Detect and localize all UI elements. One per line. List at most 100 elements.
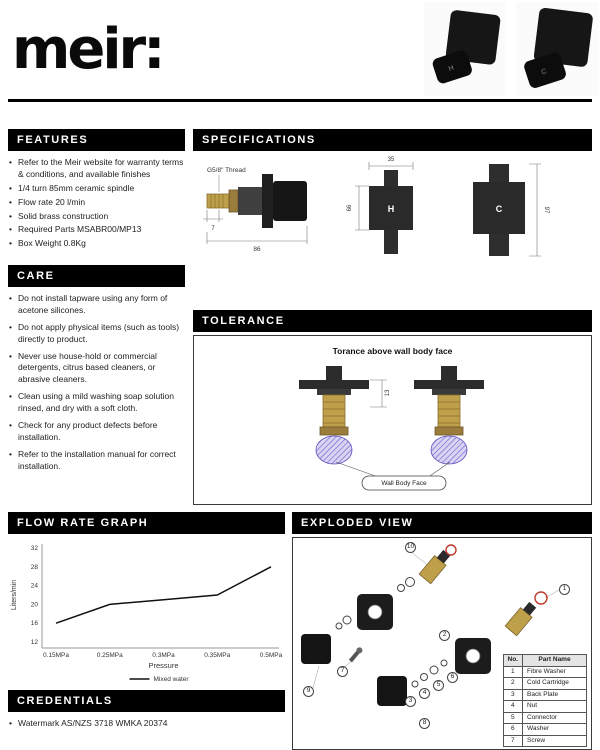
bullet-item: Do not install tapware using any form of… <box>8 293 185 317</box>
photo-handle-letter: H <box>448 65 455 73</box>
parts-table-cell: Nut <box>522 700 587 713</box>
exploded-view-header: EXPLODED VIEW <box>292 512 592 534</box>
svg-text:28: 28 <box>31 564 39 571</box>
svg-text:16: 16 <box>31 620 39 627</box>
spec-front-view-hot: 35 H 66 <box>347 157 414 254</box>
callout-6: 6 <box>447 672 458 683</box>
exploded-diagram <box>301 544 560 706</box>
svg-text:0.5MPa: 0.5MPa <box>260 652 283 659</box>
parts-table-cell: Cold Cartridge <box>522 677 587 690</box>
svg-text:24: 24 <box>31 583 39 590</box>
parts-table-cell: 5 <box>502 711 524 724</box>
parts-table-cell: Screw <box>522 734 587 747</box>
bullet-item: Check for any product defects before ins… <box>8 420 185 444</box>
bullet-item: Clean using a mild washing soap solution… <box>8 391 185 415</box>
cold-letter: C <box>496 204 503 214</box>
bullet-item: 1/4 turn 85mm ceramic spindle <box>8 183 185 195</box>
product-photo-cold: C <box>516 2 598 96</box>
parts-table-cell: Washer <box>522 723 587 736</box>
bullet-item: Watermark AS/NZS 3718 WMKA 20374 <box>8 718 285 730</box>
tolerance-drawing: 13 Wall Body Face <box>299 366 484 491</box>
care-header: CARE <box>8 265 185 287</box>
callout-9: 9 <box>303 686 314 697</box>
bullet-item: Required Parts MSABR00/MP13 <box>8 224 185 236</box>
hot-letter: H <box>388 204 395 214</box>
parts-table-cell: 1 <box>502 665 524 678</box>
bullet-item: Never use house-hold or commercial deter… <box>8 351 185 387</box>
wall-body-face-label: Wall Body Face <box>381 480 427 487</box>
spec-front-view-cold: C 97 <box>473 163 549 257</box>
bullet-item: Box Weight 0.8Kg <box>8 238 185 250</box>
header-divider <box>8 99 592 102</box>
spec-side-view: G5/8" Thread 7 86 <box>203 167 308 253</box>
care-list: Do not install tapware using any form of… <box>8 293 185 478</box>
tolerance-subtitle: Torance above wall body face <box>332 346 453 356</box>
svg-text:32: 32 <box>31 545 39 552</box>
tolerance-section-left <box>299 366 369 465</box>
bullet-item: Do not apply physical items (such as too… <box>8 322 185 346</box>
bullet-item: Flow rate 20 l/min <box>8 197 185 209</box>
svg-text:20: 20 <box>31 601 39 608</box>
product-photos: H C <box>424 2 598 96</box>
dim-66-label: 66 <box>347 204 353 211</box>
bullet-item: Refer to the Meir website for warranty t… <box>8 157 185 181</box>
bullet-item: Refer to the installation manual for cor… <box>8 449 185 473</box>
dim-86-label: 86 <box>253 246 261 253</box>
brand-logo: meir: <box>12 17 166 82</box>
parts-table-cell: Connector <box>522 711 587 724</box>
credentials-header: CREDENTIALS <box>8 690 285 712</box>
parts-table-cell: 6 <box>502 723 524 736</box>
credentials-list: Watermark AS/NZS 3718 WMKA 20374 <box>8 718 285 732</box>
callout-7: 7 <box>337 666 348 677</box>
specifications-drawings: G5/8" Thread 7 86 <box>193 152 592 304</box>
spec-drawings-svg: G5/8" Thread 7 86 <box>203 157 549 257</box>
svg-text:0.35MPa: 0.35MPa <box>204 652 230 659</box>
tolerance-header: TOLERANCE <box>193 310 592 332</box>
svg-text:Liters/min: Liters/min <box>11 580 18 610</box>
callout-8: 8 <box>419 718 430 729</box>
bullet-item: Solid brass construction <box>8 211 185 223</box>
parts-table-cell: Fibre Washer <box>522 665 587 678</box>
dim-7-label: 7 <box>211 226 215 232</box>
svg-text:Mixed water: Mixed water <box>154 676 190 683</box>
dim-35-label: 35 <box>388 157 395 163</box>
parts-table-header-row: No.Part Name <box>502 654 587 667</box>
svg-text:0.3MPa: 0.3MPa <box>152 652 175 659</box>
tolerance-section-right <box>414 366 484 465</box>
parts-table-cell: 3 <box>502 688 524 701</box>
product-photo-cold-image: C <box>516 2 598 96</box>
thread-label: G5/8" Thread <box>207 167 246 174</box>
svg-text:12: 12 <box>31 639 39 646</box>
dim-13-label: 13 <box>385 389 391 396</box>
photo-handle-letter: C <box>541 68 548 76</box>
parts-table-cell: 7 <box>502 734 524 747</box>
specifications-header: SPECIFICATIONS <box>193 129 592 151</box>
parts-table-header: No. <box>502 654 524 667</box>
product-photo-hot: H <box>424 2 506 96</box>
parts-table-header: Part Name <box>522 654 587 667</box>
parts-table-cell: Back Plate <box>522 688 587 701</box>
svg-text:Pressure: Pressure <box>148 661 178 670</box>
svg-text:0.25MPa: 0.25MPa <box>97 652 123 659</box>
features-list: Refer to the Meir website for warranty t… <box>8 157 185 252</box>
callout-10: 10 <box>405 542 416 553</box>
parts-table-cell: 4 <box>502 700 524 713</box>
features-header: FEATURES <box>8 129 185 151</box>
callout-5: 5 <box>433 680 444 691</box>
flow-rate-header: FLOW RATE GRAPH <box>8 512 285 534</box>
callout-3: 3 <box>405 696 416 707</box>
callout-2: 2 <box>439 630 450 641</box>
